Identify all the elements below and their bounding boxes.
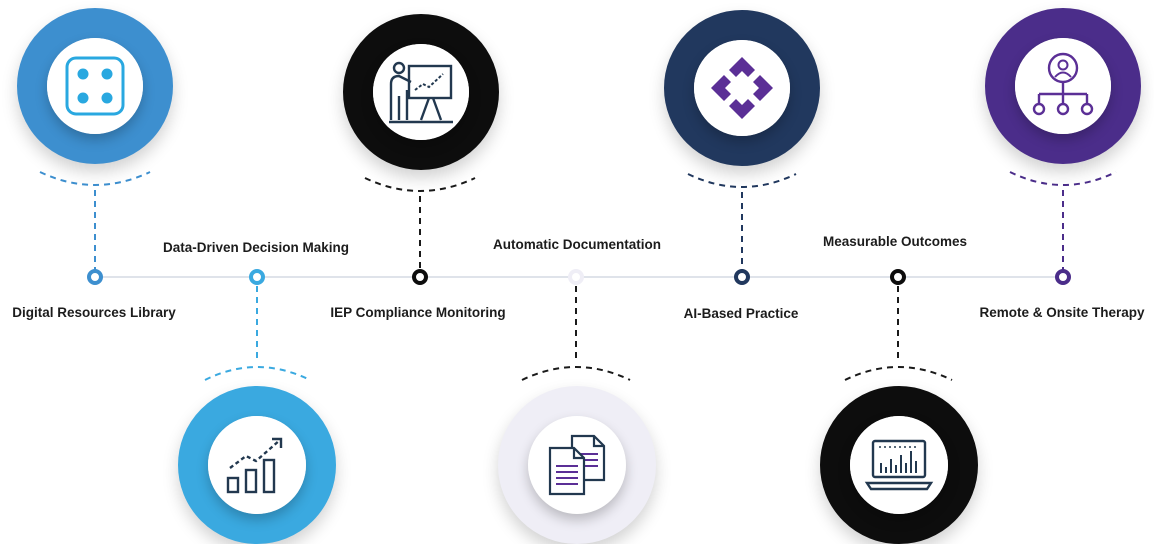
step-2-badge — [178, 386, 336, 544]
step-label-4: Automatic Documentation — [492, 237, 662, 252]
timeline-dot-6 — [890, 269, 906, 285]
step-1-badge — [17, 8, 173, 164]
arc-step-6 — [844, 366, 953, 381]
step-label-2: Data-Driven Decision Making — [162, 240, 350, 255]
step-5-badge — [664, 10, 820, 166]
timeline-dot-2 — [249, 269, 265, 285]
timeline-dot-4 — [568, 269, 584, 285]
step-label-3: IEP Compliance Monitoring — [330, 305, 506, 320]
step-4-badge — [498, 386, 656, 544]
timeline-dot-3 — [412, 269, 428, 285]
documents-icon — [548, 434, 606, 496]
arc-step-7 — [1009, 171, 1117, 186]
step-label-6: Measurable Outcomes — [822, 234, 968, 249]
timeline-dot-7 — [1055, 269, 1071, 285]
dice-four-icon — [65, 56, 125, 116]
timeline-dot-5 — [734, 269, 750, 285]
timeline-dot-1 — [87, 269, 103, 285]
cross-arrows-icon — [711, 57, 773, 119]
step-label-1: Digital Resources Library — [12, 305, 176, 320]
arc-step-1 — [39, 171, 151, 186]
step-7-badge — [985, 8, 1141, 164]
laptop-analytics-icon — [864, 439, 934, 491]
arc-step-3 — [364, 177, 476, 192]
growth-chart-icon — [226, 437, 283, 494]
step-6-badge — [820, 386, 978, 544]
step-label-5: AI-Based Practice — [683, 306, 799, 321]
user-network-icon — [1032, 52, 1094, 116]
arc-step-2 — [204, 366, 311, 381]
step-label-7: Remote & Onsite Therapy — [979, 305, 1145, 320]
arc-step-4 — [521, 366, 631, 381]
step-3-badge — [343, 14, 499, 170]
presentation-board-icon — [389, 61, 453, 124]
arc-step-5 — [687, 173, 797, 188]
